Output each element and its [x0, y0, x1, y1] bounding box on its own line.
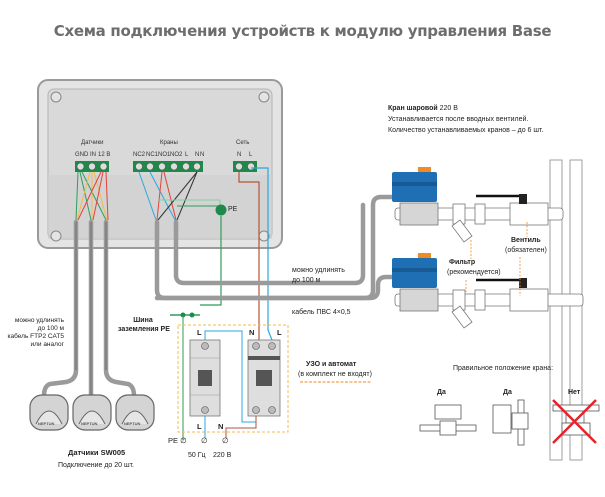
water-sensor-1 [29, 394, 69, 431]
orientation-label-3: Нет [568, 389, 581, 396]
filter-note: (рекомендуется) [447, 269, 501, 276]
cable-extend-note: можно удлинять [292, 267, 345, 274]
diagram-title: Схема подключения устройств к модулю упр… [53, 22, 552, 40]
circuit-breaker [189, 339, 221, 417]
breaker-in-l: L [197, 328, 202, 337]
terminal-no2: NO2 [170, 152, 183, 158]
orientation-ok-horizontal [419, 404, 477, 436]
rcd-device [247, 339, 281, 417]
breaker-out-l: L [197, 422, 202, 431]
mains-voltage: 220 В [213, 452, 232, 459]
valve-shutoff-label: Вентиль [511, 237, 541, 244]
screw-hole [258, 91, 270, 103]
terminal-l: L [185, 152, 189, 158]
breakers-box [177, 324, 289, 433]
sensor-wires [75, 171, 109, 221]
mains-l-wire [251, 167, 269, 330]
mains-n-terminal: ∅ [222, 436, 229, 445]
pe-label: PE [228, 206, 238, 213]
terminal-block-valves [133, 161, 203, 172]
water-sensor-3 [115, 394, 155, 431]
orientation-title: Правильное положение крана: [453, 365, 554, 372]
filter-label: Фильтр [449, 259, 476, 266]
valve-info-line2: Количество устанавливаемых кранов – до 6… [388, 127, 544, 134]
valve-cables [154, 194, 395, 301]
pe-terminal [215, 204, 227, 216]
sensor-brand-3: NEPTUN [124, 421, 141, 426]
cable-length-note: до 100 м [292, 277, 321, 284]
terminal-block-mains [233, 161, 257, 172]
group-label-valves: Краны [160, 140, 178, 146]
terminal-12v: 12 В [98, 152, 111, 158]
sensor-cable-note: можно удлинять до 100 м кабель FTP2 CAT5… [7, 317, 64, 348]
mains-n-wire [238, 172, 260, 330]
terminal-gnd: GND [75, 152, 89, 158]
valve-info-line1: Устанавливается после вводных вентилей. [388, 116, 529, 123]
orientation-ok-vertical [492, 399, 529, 446]
terminal-mains-n: N [237, 152, 242, 158]
rcd-note-title: УЗО и автомат [306, 361, 357, 368]
valve-actuator [392, 258, 437, 288]
screw-hole [50, 230, 62, 242]
mains-pe-label: PE ∅ [168, 436, 187, 445]
rcd-note: (в комплект не входят) [298, 371, 372, 378]
water-sensor-2 [72, 394, 112, 431]
orientation-label-1: Да [437, 389, 446, 396]
valve-assembly-1 [392, 167, 564, 243]
valve-actuator [392, 172, 437, 202]
valve-assembly-2 [392, 253, 584, 329]
terminal-nc1: NC1 [146, 152, 159, 158]
valve-shutoff-note: (обязателен) [505, 247, 547, 254]
terminal-in: IN [90, 152, 96, 158]
pe-wire [200, 216, 222, 306]
terminal-no1: NO1 [158, 152, 171, 158]
mains-frequency: 50 Гц [188, 452, 206, 459]
group-label-sensors: Датчики [81, 140, 104, 146]
rcd-out-n: N [218, 422, 224, 431]
rcd-in-l: L [277, 328, 282, 337]
orientation-wrong-upside-down [552, 399, 600, 444]
terminal-n2: N [200, 152, 205, 158]
terminal-n1: N [195, 152, 200, 158]
rcd-in-n: N [249, 328, 255, 337]
terminal-mains-l: L [249, 152, 253, 158]
riser-pipes [549, 159, 583, 461]
mains-l-terminal: ∅ [201, 436, 208, 445]
screw-hole [50, 91, 62, 103]
cable-type-note: кабель ПВС 4×0,5 [292, 309, 351, 316]
terminal-block-sensors [75, 161, 109, 172]
pe-bus [170, 312, 200, 440]
group-label-mains: Сеть [236, 140, 250, 146]
terminal-nc2: NC2 [133, 152, 146, 158]
valve-info-title: Кран шаровой 220 В [388, 105, 458, 112]
sensor-brand-1: NEPTUN [38, 421, 55, 426]
sensors-title: Датчики SW005 [68, 448, 126, 457]
pe-bus-label: Шина заземления PE [118, 317, 170, 333]
sensors-subtitle: Подключение до 20 шт. [58, 462, 134, 469]
sensor-brand-2: NEPTUN [81, 421, 98, 426]
orientation-label-2: Да [503, 389, 512, 396]
